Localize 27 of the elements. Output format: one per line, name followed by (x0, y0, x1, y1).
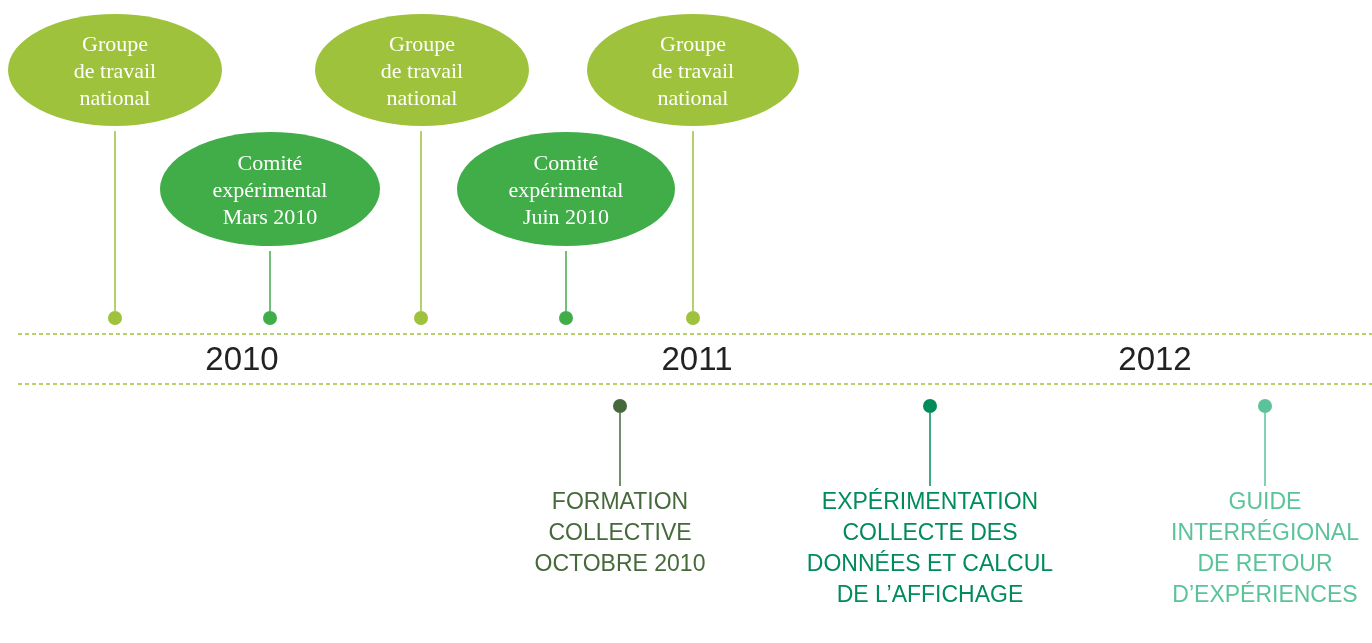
year-label: 2011 (661, 339, 733, 379)
connector-line (619, 412, 621, 487)
connector-line (420, 130, 422, 312)
connector-line (269, 250, 271, 312)
connector-line (929, 412, 931, 487)
milestone-label: EXPÉRIMENTATION COLLECTE DES DONNÉES ET CALCUL DE L’AFFICHAGE (805, 487, 1055, 609)
event-label: Comité expérimental Juin 2010 (507, 148, 625, 230)
timeline-dot (1258, 399, 1272, 413)
milestone-label: FORMATION COLLECTIVE OCTOBRE 2010 (533, 487, 707, 578)
event-label: Comité expérimental Mars 2010 (211, 148, 329, 230)
timeline-dot (686, 311, 700, 325)
connector-line (114, 130, 116, 312)
connector-line (692, 130, 694, 312)
event-label: Groupe de travail national (650, 29, 736, 111)
connector-line (1264, 412, 1266, 487)
connector-line (565, 250, 567, 312)
timeline-dot (613, 399, 627, 413)
event-label: Groupe de travail national (72, 29, 158, 111)
timeline-dot (263, 311, 277, 325)
timeline-dot (559, 311, 573, 325)
timeline-dot (108, 311, 122, 325)
milestone-label: GUIDE INTERRÉGIONAL DE RETOUR D’EXPÉRIENCES (1170, 487, 1360, 609)
year-label: 2010 (205, 339, 279, 379)
event-label: Groupe de travail national (379, 29, 465, 111)
timeline-dot (923, 399, 937, 413)
year-label: 2012 (1118, 339, 1192, 379)
timeline-dot (414, 311, 428, 325)
